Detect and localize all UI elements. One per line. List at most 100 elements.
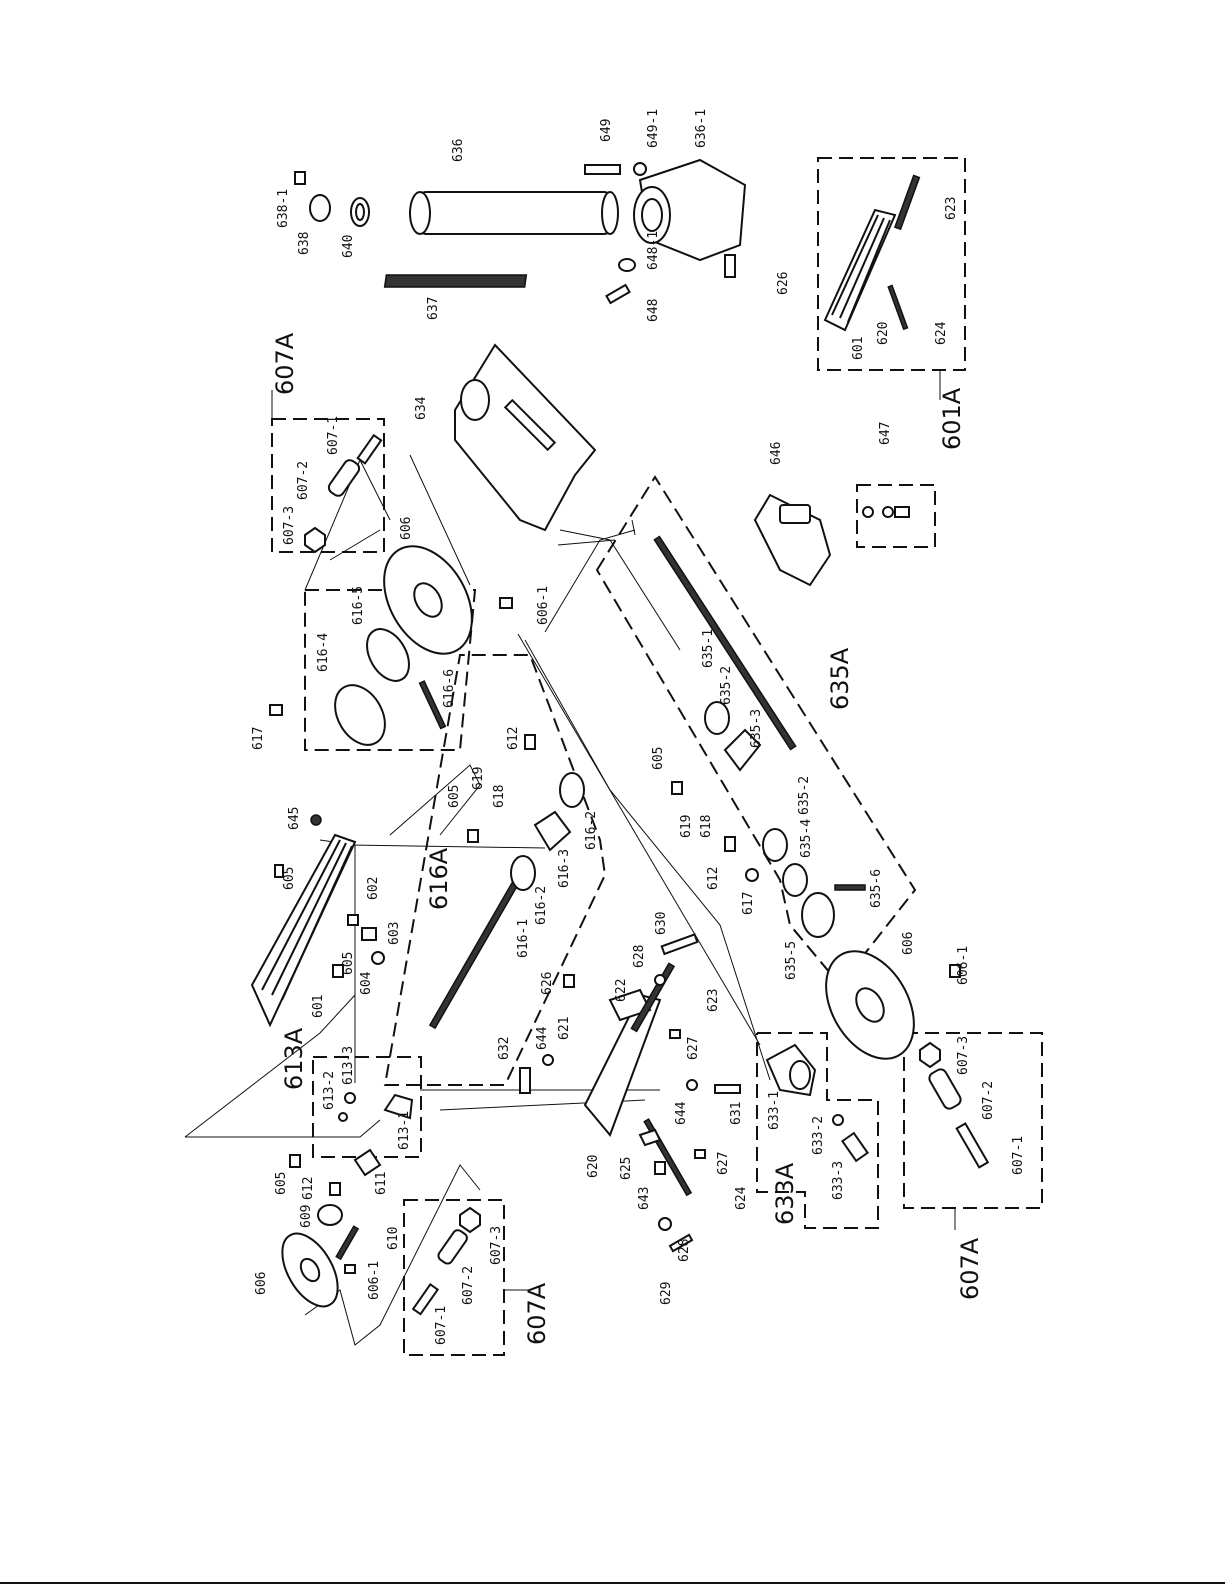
label-635-6: 635-6: [869, 869, 884, 908]
label-635-3: 635-3: [749, 709, 764, 748]
bolt-648: [605, 283, 631, 305]
label-607-1-top: 607-1: [326, 416, 341, 455]
handle-607A-top: [304, 433, 383, 554]
gib-623-inset: [893, 174, 921, 231]
box-607A-right: [903, 1032, 1043, 1209]
nut-613-2: [338, 1112, 348, 1122]
rack-637: [383, 274, 528, 288]
label-629: 629: [659, 1282, 674, 1305]
label-617-r: 617: [741, 892, 756, 915]
screw-612-r: [724, 836, 736, 852]
knob-628-top: [654, 974, 666, 986]
part-604: [371, 951, 385, 965]
label-620-center: 620: [586, 1155, 601, 1178]
label-633-2: 633-2: [811, 1116, 826, 1155]
screw-605-mid: [467, 829, 479, 843]
label-647: 647: [878, 422, 893, 445]
label-633-3: 633-3: [831, 1161, 846, 1200]
label-617-top: 617: [251, 727, 266, 750]
assembly-lines: [184, 454, 771, 1346]
leadscrew-635A: [653, 535, 961, 1060]
label-623-inset: 623: [944, 197, 959, 220]
group-label-613A: 613A: [280, 1027, 308, 1090]
group-label-635A: 635A: [826, 647, 854, 710]
box-601A: [817, 157, 966, 371]
handle-bolt-607-1-left: [411, 1283, 440, 1316]
screw-626-center: [563, 974, 575, 988]
label-635-2b: 635-2: [797, 776, 812, 815]
leadscrew-616: [428, 734, 759, 1030]
label-612-left: 612: [301, 1177, 316, 1200]
label-607-2-right: 607-2: [981, 1081, 996, 1120]
nut-644b: [686, 1079, 698, 1091]
handle-sleeve-607-2-right: [928, 1068, 962, 1110]
label-648: 648: [646, 299, 661, 322]
label-612-r: 612: [706, 867, 721, 890]
label-607-3-right: 607-3: [956, 1036, 971, 1075]
bracket-646: [753, 493, 910, 587]
label-638: 638: [297, 232, 312, 255]
label-613-3: 613-3: [341, 1046, 356, 1085]
label-616-3: 616-3: [557, 849, 572, 888]
label-602: 602: [366, 877, 381, 900]
label-649: 649: [599, 119, 614, 142]
label-616-6: 616-6: [442, 669, 457, 708]
pin-616-6: [418, 680, 447, 730]
key-610: [335, 1225, 360, 1261]
nut-644a: [542, 1054, 554, 1066]
label-619-mid: 619: [471, 767, 486, 790]
label-627a: 627: [686, 1037, 701, 1060]
box-607A-top: [271, 418, 385, 553]
label-616-4: 616-4: [316, 633, 331, 672]
label-621: 621: [557, 1017, 572, 1040]
handwheel-616A: [269, 545, 513, 746]
label-605-left: 605: [274, 1172, 289, 1195]
ring-616-4: [334, 684, 386, 746]
column-tube: [419, 191, 611, 235]
screw-627a: [669, 1029, 681, 1039]
label-616-1: 616-1: [516, 919, 531, 958]
group-label-607A-right: 607A: [956, 1237, 984, 1300]
dial-616-5: [366, 628, 410, 682]
bolt-626-top: [724, 254, 736, 278]
label-620-inset: 620: [876, 322, 891, 345]
screw-617-top: [269, 704, 283, 716]
part-labels: 636 649 649-1 636-1 638-1 638 640 648-1 …: [251, 109, 1026, 1345]
part-602: [347, 914, 359, 926]
label-638-1: 638-1: [276, 189, 291, 228]
label-601-inset: 601: [851, 337, 866, 360]
handle-sleeve-607-2-left: [437, 1229, 468, 1265]
label-645: 645: [287, 807, 302, 830]
label-634: 634: [414, 396, 429, 420]
screw-605-b: [332, 964, 344, 978]
bearing-616-2b: [559, 772, 585, 808]
label-607-2-left: 607-2: [461, 1266, 476, 1305]
clamp-633A: [765, 1043, 870, 1163]
group-label-633A: 633A: [771, 1162, 799, 1225]
bolt-631: [714, 1084, 741, 1094]
setscrew-606-1-right: [949, 964, 961, 978]
label-607-3-top: 607-3: [282, 506, 297, 545]
label-610: 610: [386, 1227, 401, 1250]
bolt-649: [584, 164, 621, 175]
group-label-601A: 601A: [938, 387, 966, 450]
screw-612-mid: [524, 734, 536, 750]
group-labels: 601A 607A 613A 616A 635A 633A 607A 607A: [271, 332, 984, 1345]
label-606-1-left: 606-1: [367, 1261, 382, 1300]
label-636: 636: [451, 139, 466, 162]
label-612-mid: 612: [506, 727, 521, 750]
screw-612-left: [329, 1182, 341, 1196]
screw-605-left: [289, 1154, 301, 1168]
bolt-632: [519, 1067, 531, 1094]
box-647: [856, 484, 936, 548]
bearing-635-2a: [704, 701, 730, 735]
handle-bolt-607-1-right: [955, 1122, 990, 1169]
label-605-b: 605: [341, 952, 356, 975]
label-616-2a: 616-2: [534, 886, 549, 925]
part-603: [361, 927, 377, 941]
bearing-616-2a: [510, 855, 536, 891]
screw-643: [654, 1161, 666, 1175]
washer-648-1: [618, 258, 636, 272]
label-609: 609: [299, 1205, 314, 1228]
